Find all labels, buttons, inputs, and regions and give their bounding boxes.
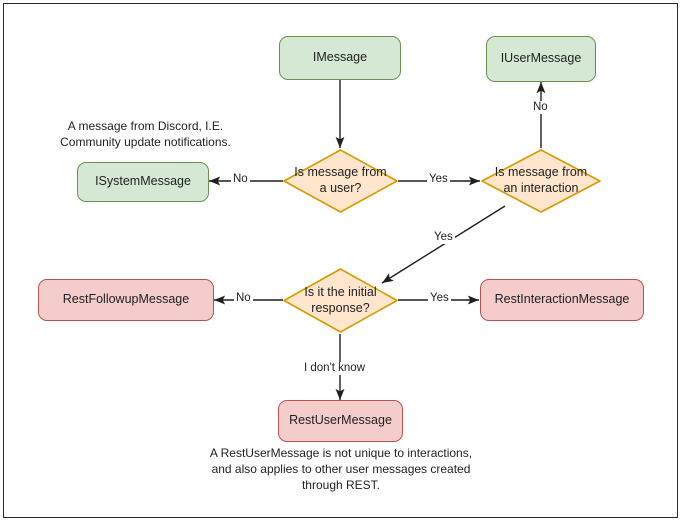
node-iusermessage-label: IUserMessage — [500, 51, 582, 66]
annotation-rest-user-message-note: A RestUserMessage is not unique to inter… — [209, 446, 473, 493]
edge-label-initial-unknown: I don't know — [302, 362, 368, 375]
node-restinteractionmessage[interactable]: RestInteractionMessage — [480, 279, 644, 321]
node-isystemmessage-label: ISystemMessage — [95, 174, 191, 189]
node-iusermessage[interactable]: IUserMessage — [486, 36, 596, 82]
node-imessage[interactable]: IMessage — [279, 36, 401, 80]
node-imessage-label: IMessage — [312, 50, 368, 65]
node-restusermessage[interactable]: RestUserMessage — [278, 400, 403, 442]
edge-label-user-no: No — [231, 173, 250, 186]
node-is-it-the-initial-response-label: Is it the initial response? — [304, 284, 377, 315]
edge-label-user-yes: Yes — [427, 173, 450, 186]
node-is-message-from-a-user[interactable]: Is message from a user? — [282, 148, 399, 214]
node-isystemmessage[interactable]: ISystemMessage — [77, 162, 209, 202]
node-is-it-the-initial-response[interactable]: Is it the initial response? — [282, 267, 399, 334]
edge-label-initial-no: No — [234, 292, 253, 305]
node-is-message-from-an-interaction-label: Is message from an interaction — [494, 165, 588, 195]
node-restfollowupmessage-label: RestFollowupMessage — [62, 292, 190, 307]
node-is-message-from-a-user-label: Is message from a user? — [294, 165, 387, 195]
edge-label-initial-yes: Yes — [428, 292, 451, 305]
annotation-system-message-note: A message from Discord, I.E. Community u… — [60, 119, 231, 150]
node-restfollowupmessage[interactable]: RestFollowupMessage — [38, 279, 214, 321]
node-is-message-from-an-interaction[interactable]: Is message from an interaction — [480, 148, 602, 214]
edge-label-interaction-yes: Yes — [432, 231, 455, 244]
edge-label-interaction-no: No — [531, 101, 550, 114]
edge-interaction-decision-yes-to-initial-decision — [381, 205, 506, 284]
node-restinteractionmessage-label: RestInteractionMessage — [494, 292, 630, 307]
node-restusermessage-label: RestUserMessage — [289, 413, 392, 428]
